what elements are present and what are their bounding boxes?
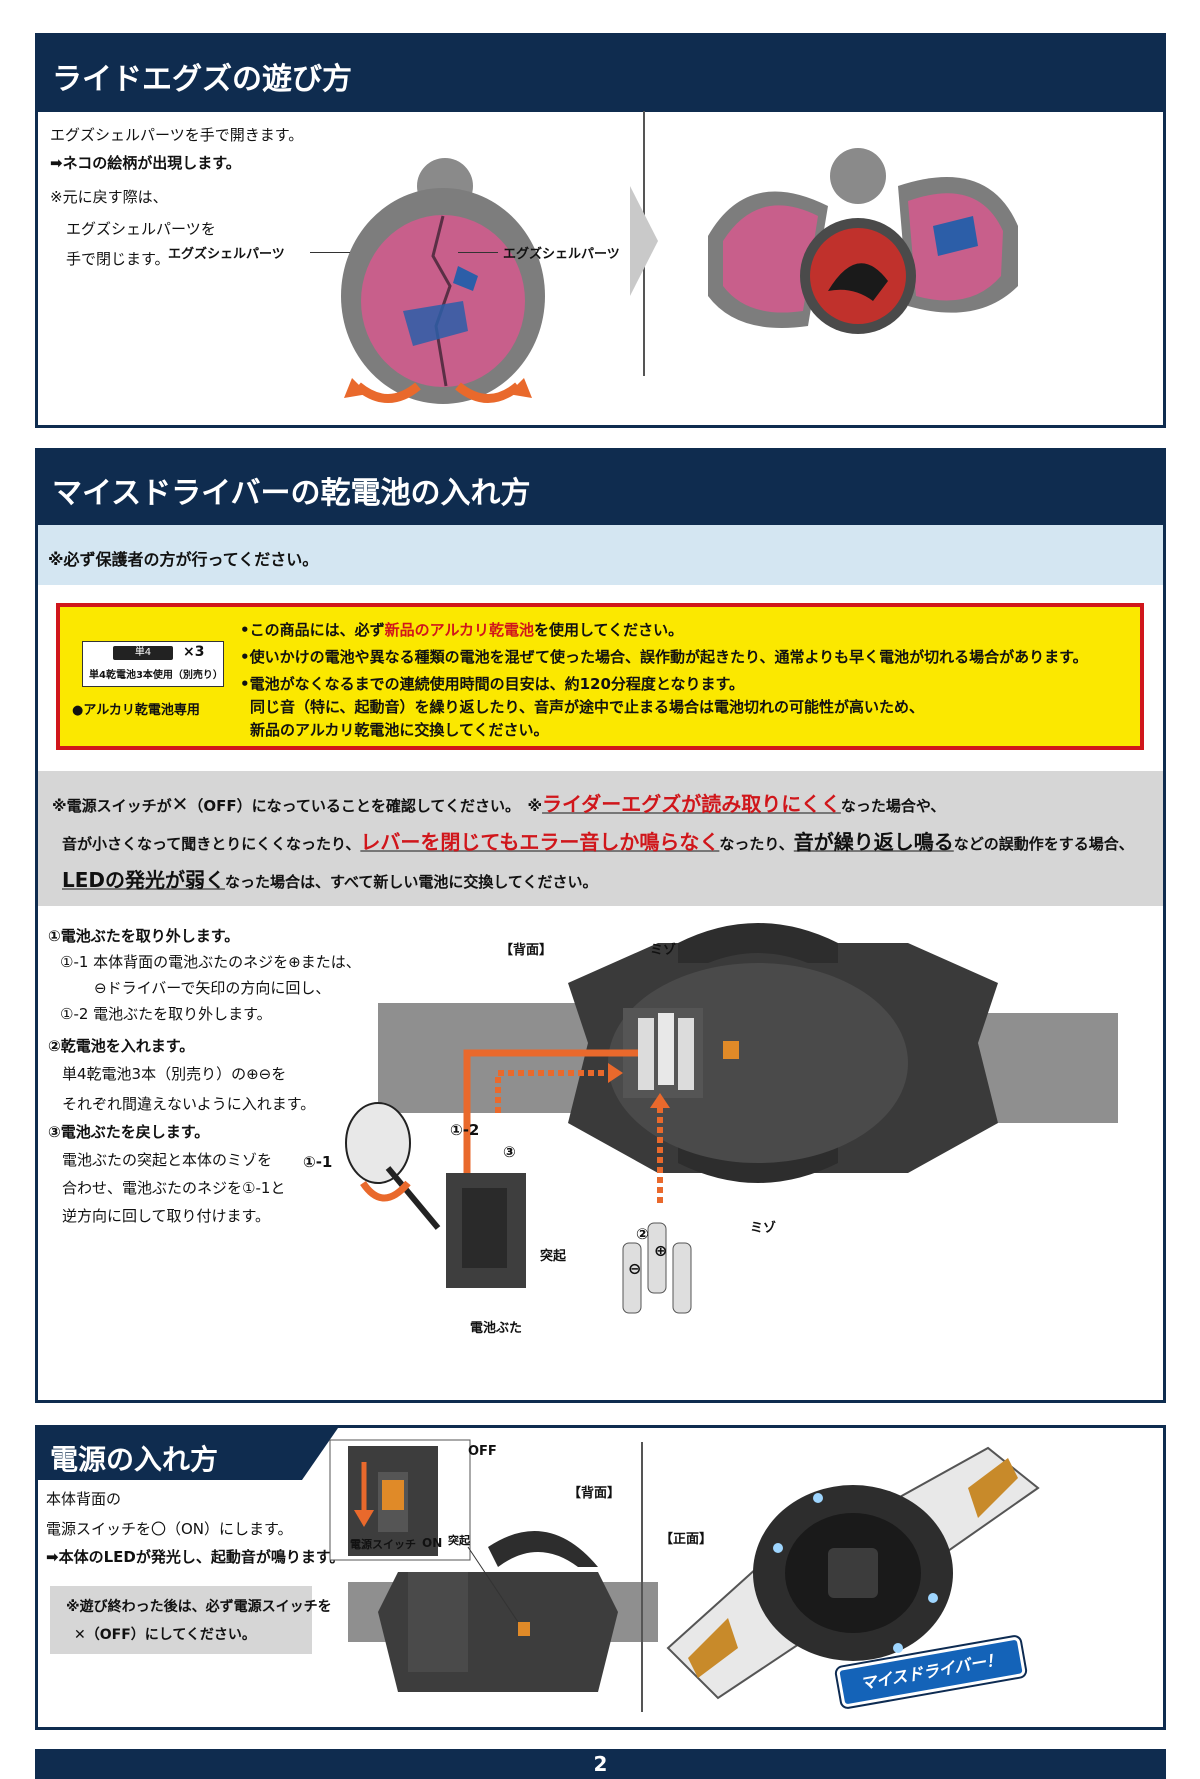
open-shell-illustration: [708, 148, 1018, 334]
warning-line-1: •この商品には、必ず新品のアルカリ乾電池を使用してください。: [240, 621, 684, 639]
page-footer: 2: [35, 1749, 1166, 1779]
instruction-result: ➡ネコの絵柄が出現します。: [50, 154, 241, 172]
step-1-title: ①電池ぶたを取り外します。: [48, 927, 240, 945]
page-number: 2: [593, 1752, 608, 1776]
power-back-diagram: [329, 1439, 658, 1692]
power-switch-label: 電源スイッチ: [350, 1538, 416, 1551]
step-3-line-c: 逆方向に回して取り付けます。: [62, 1207, 271, 1225]
warning-line-2: •使いかけの電池や異なる種類の電池を混ぜて使った場合、誤作動が起きたり、通常より…: [240, 648, 1088, 666]
section-header: マイスドライバーの乾電池の入れ方: [38, 451, 1163, 525]
malfunction-notice: ※電源スイッチが✕（OFF）になっていることを確認してください。 ※ライダーエグ…: [38, 771, 1163, 906]
plus-symbol: ⊕: [654, 1241, 668, 1260]
step-3-line-b: 合わせ、電池ぶたのネジを①-1と: [62, 1179, 286, 1197]
step-1-1-line-b: ⊖ドライバーで矢印の方向に回し、: [94, 979, 331, 997]
power-note-1: ※遊び終わった後は、必ず電源スイッチを: [66, 1599, 332, 1615]
leader-line-right: [458, 252, 498, 253]
step-number-1-1: ①-1: [303, 1153, 333, 1171]
step-number-3: ③: [503, 1143, 516, 1161]
instruction-open: エグズシェルパーツを手で開きます。: [50, 126, 304, 144]
power-note-box: ※遊び終わった後は、必ず電源スイッチを ✕（OFF）にしてください。: [50, 1586, 332, 1654]
step-2-title: ②乾電池を入れます。: [48, 1037, 195, 1055]
step-3-line-a: 電池ぶたの突起と本体のミゾを: [62, 1151, 273, 1169]
divider-line: [641, 1442, 643, 1712]
battery-count: ×3: [183, 644, 205, 660]
step-number-1-2: ①-2: [450, 1121, 480, 1139]
warning-line-4: 同じ音（特に、起動音）を繰り返したり、音声が途中で止まる場合は電池切れの可能性が…: [250, 698, 924, 716]
alkaline-only: ●アルカリ乾電池専用: [72, 703, 200, 718]
step-1-2: ①-2 電池ぶたを取り外します。: [60, 1005, 272, 1023]
shell-part-label-left: エグズシェルパーツ: [168, 247, 285, 262]
guardian-bar: ※必ず保護者の方が行ってください。: [38, 525, 1163, 585]
step-3-title: ③電池ぶたを戻します。: [48, 1123, 210, 1141]
notice-line-3: LEDの発光が弱くなった場合は、すべて新しい電池に交換してください。: [62, 868, 598, 892]
power-line-2: 電源スイッチを〇（ON）にします。: [46, 1520, 293, 1538]
battery-usage-note: 単4乾電池3本使用（別売り）: [89, 670, 223, 681]
front-view-label: 【正面】: [660, 1532, 713, 1547]
section-ride-exs: ライドエグズの遊び方 エグズシェルパーツを手で開きます。 ➡ネコの絵柄が出現しま…: [35, 33, 1166, 428]
back-view-label: 【背面】: [500, 943, 553, 958]
step-2-line-b: それぞれ間違えないように入れます。: [62, 1095, 316, 1113]
section-title: ライドエグズの遊び方: [52, 62, 352, 97]
battery-badge-box: 単4 ×3 単4乾電池3本使用（別売り）: [82, 641, 224, 687]
note-close-2: 手で閉じます。: [66, 250, 170, 268]
section-power: 電源の入れ方 本体背面の 電源スイッチを〇（ON）にします。 ➡本体のLEDが発…: [35, 1425, 1166, 1730]
driver-back-diagram: [345, 923, 1118, 1314]
closed-shell-illustration: [341, 158, 545, 404]
protrusion-label: 突起: [540, 1249, 567, 1264]
warning-line-3: •電池がなくなるまでの連続使用時間の目安は、約120分程度となります。: [240, 675, 744, 693]
power-line-3: ➡本体のLEDが発光し、起動音が鳴ります。: [46, 1548, 345, 1566]
step-number-2: ②: [636, 1225, 649, 1243]
shell-part-label-right: エグズシェルパーツ: [503, 247, 620, 262]
guardian-notice: ※必ず保護者の方が行ってください。: [48, 550, 319, 569]
on-label: ON: [422, 1536, 443, 1550]
section-header: 電源の入れ方: [38, 1428, 338, 1480]
power-back-label: 【背面】: [568, 1486, 621, 1501]
battery-cover-label: 電池ぶた: [470, 1321, 523, 1336]
notice-line-2: 音が小さくなって聞きとりにくくなったり、レバーを閉じてもエラー音しか鳴らなくなっ…: [62, 830, 1134, 854]
step-2-line-a: 単4乾電池3本（別売り）の⊕⊖を: [62, 1065, 287, 1083]
section-battery: マイスドライバーの乾電池の入れ方 ※必ず保護者の方が行ってください。 単4 ×3…: [35, 448, 1166, 1403]
section-title: 電源の入れ方: [50, 1443, 219, 1476]
arrow-chevron: [630, 186, 658, 296]
section-title: マイスドライバーの乾電池の入れ方: [52, 476, 531, 511]
note-close-title: ※元に戻す際は、: [50, 188, 168, 206]
groove-label-bottom: ミゾ: [750, 1221, 777, 1236]
battery-icon: 単4: [113, 646, 173, 660]
power-line-1: 本体背面の: [46, 1490, 122, 1508]
switch-protrusion-label: 突起: [448, 1534, 470, 1547]
leader-line-left: [310, 252, 350, 253]
section-header: ライドエグズの遊び方: [38, 36, 1163, 112]
off-label: OFF: [468, 1444, 497, 1459]
step-1-1-line-a: ①-1 本体背面の電池ぶたのネジを⊕または、: [60, 953, 361, 971]
driver-front-diagram: [666, 1446, 1040, 1700]
warning-line-5: 新品のアルカリ乾電池に交換してください。: [250, 721, 549, 739]
groove-label-top: ミゾ: [650, 943, 677, 958]
power-note-2: ✕（OFF）にしてください。: [74, 1627, 256, 1643]
notice-line-1: ※電源スイッチが✕（OFF）になっていることを確認してください。 ※ライダーエグ…: [52, 792, 946, 816]
note-close-1: エグズシェルパーツを: [66, 220, 216, 238]
warning-box: 単4 ×3 単4乾電池3本使用（別売り） ●アルカリ乾電池専用 •この商品には、…: [56, 603, 1144, 750]
minus-symbol: ⊖: [628, 1259, 642, 1278]
